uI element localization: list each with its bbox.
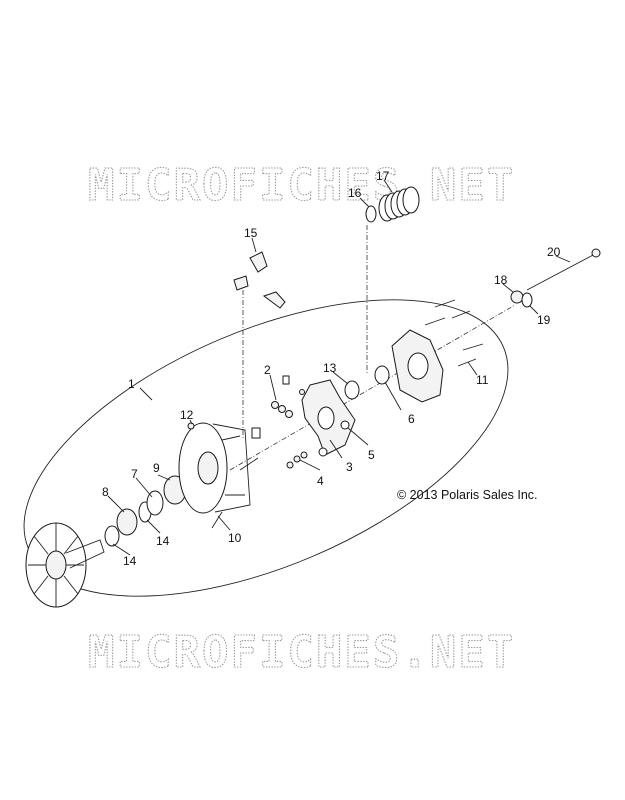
watermark-top: MICROFICHES.NET [88, 160, 515, 211]
spider-hub [317, 406, 335, 430]
callout-7: 7 [131, 467, 138, 481]
pins-4 [286, 451, 308, 469]
button-5-a [340, 420, 350, 430]
snap-ring-16 [365, 205, 377, 223]
cover-6-hub [407, 352, 429, 380]
rollers-2 [251, 375, 305, 439]
callout-6: 6 [408, 412, 415, 426]
bolts-11 [424, 299, 484, 367]
ring-7 [146, 490, 164, 516]
callout-1: 1 [128, 377, 135, 391]
callout-11: 11 [476, 373, 489, 387]
callout-18: 18 [494, 273, 508, 287]
bolt-12 [187, 422, 195, 430]
weight-15-c [262, 291, 286, 309]
callout-12: 12 [180, 408, 194, 422]
callout-10: 10 [228, 531, 242, 545]
callout-14-right: 14 [156, 534, 170, 548]
callout-16: 16 [348, 186, 362, 200]
spring-17 [378, 186, 420, 222]
callout-8: 8 [102, 485, 109, 499]
callout-3: 3 [346, 460, 353, 474]
callout-13: 13 [323, 361, 337, 375]
shaft-20-head [591, 248, 601, 258]
callout-5: 5 [368, 448, 375, 462]
nut-18 [510, 290, 524, 304]
callout-20: 20 [547, 245, 561, 259]
callout-9: 9 [153, 461, 160, 475]
moveable-sheave-10 [178, 422, 259, 529]
shaft-20 [526, 253, 596, 291]
washer-13 [344, 380, 360, 400]
weight-15-b [233, 275, 249, 291]
weight-15-a [249, 251, 268, 273]
ring-14-left [104, 525, 120, 547]
callout-19: 19 [537, 313, 551, 327]
watermark-bottom: MICROFICHES.NET [88, 627, 515, 678]
copyright-notice: © 2013 Polaris Sales Inc. [397, 488, 538, 502]
fan-impeller [25, 522, 105, 608]
button-5-b [318, 447, 328, 457]
leader-lines [107, 179, 571, 556]
bushing-8 [116, 508, 138, 536]
callout-17: 17 [376, 169, 390, 183]
callout-2: 2 [264, 363, 271, 377]
washer-19 [521, 292, 533, 308]
callout-14-left: 14 [123, 554, 137, 568]
bushing-6 [374, 365, 390, 385]
centerline-main [229, 304, 516, 471]
callout-15: 15 [244, 226, 258, 240]
callout-4: 4 [317, 474, 324, 488]
